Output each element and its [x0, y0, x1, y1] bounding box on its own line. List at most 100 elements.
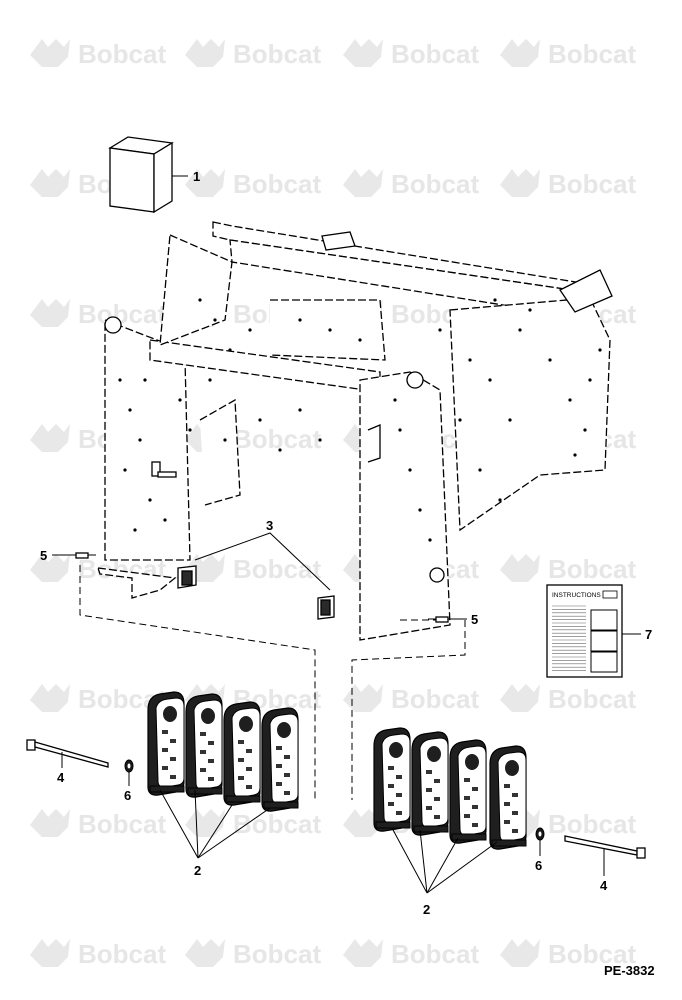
watermark-logo: Bobcat: [500, 554, 636, 584]
counterweight-plate: [261, 707, 299, 812]
rivet-dot: [133, 528, 137, 532]
watermark-logo: Bobcat: [500, 939, 636, 969]
leader-2b-b: [426, 837, 459, 894]
rivet-dot: [318, 438, 322, 442]
part-7-instructions-card: INSTRUCTIONS: [546, 584, 623, 678]
bobcat-logo-icon: [30, 169, 70, 197]
bobcat-logo-icon: [30, 684, 70, 712]
rivet-dot: [188, 428, 192, 432]
bobcat-logo-icon: [500, 684, 540, 712]
rivet-dot: [328, 328, 332, 332]
bobcat-logo-icon: [30, 424, 70, 452]
part-2-weight-stack-right: [373, 727, 527, 850]
bobcat-logo-icon: [500, 554, 540, 582]
callout-2b: 2: [423, 902, 430, 917]
rivet-dot: [583, 428, 587, 432]
part-4-long-bolt-right: [564, 835, 646, 859]
rivet-dot: [458, 418, 462, 422]
watermark-logo: Bobcat: [500, 39, 636, 69]
watermark-logo: Bobcat: [30, 299, 166, 329]
watermark-logo: Bobcat: [185, 424, 321, 454]
callout-5b: 5: [471, 612, 478, 627]
rivet-dot: [568, 398, 572, 402]
part-6-washer-left: [124, 759, 134, 773]
bobcat-logo-icon: [500, 169, 540, 197]
bobcat-logo-icon: [30, 299, 70, 327]
floor-left: [79, 565, 316, 800]
watermark-logo: Bobcat: [30, 809, 166, 839]
watermark-logo: Bobcat: [500, 169, 636, 199]
part-6-washer-right: [535, 827, 545, 841]
watermark-logo: Bobcat: [343, 169, 479, 199]
watermark-text: Bobcat: [391, 939, 479, 969]
rivet-dot: [248, 328, 252, 332]
bobcat-logo-icon: [343, 939, 383, 967]
drawing-reference: PE-3832: [604, 963, 655, 978]
rivet-dot: [298, 318, 302, 322]
part-2-weight-stack-left: [147, 691, 299, 812]
callout-7: 7: [645, 627, 652, 642]
callout-6b: 6: [535, 858, 542, 873]
bobcat-logo-icon: [343, 39, 383, 67]
rivet-dot: [118, 378, 122, 382]
rivet-dot: [258, 418, 262, 422]
watermark-text: Bobcat: [391, 684, 479, 714]
rivet-dot: [398, 428, 402, 432]
rivet-dot: [488, 378, 492, 382]
bobcat-logo-icon: [343, 169, 383, 197]
rivet-dot: [588, 378, 592, 382]
rivet-dot: [298, 408, 302, 412]
counterweight-plate: [489, 745, 527, 850]
rivet-dot: [508, 418, 512, 422]
watermark-text: Bobcat: [548, 554, 636, 584]
watermark-text: Bobcat: [78, 299, 166, 329]
rivet-dot: [408, 468, 412, 472]
bobcat-logo-icon: [30, 939, 70, 967]
watermark-text: Bobcat: [78, 939, 166, 969]
watermark-text: Bobcat: [548, 39, 636, 69]
watermark-logo: Bobcat: [30, 939, 166, 969]
rivet-dot: [598, 348, 602, 352]
bobcat-logo-icon: [185, 39, 225, 67]
watermark-text: Bobcat: [233, 424, 321, 454]
rivet-dot: [418, 508, 422, 512]
bobcat-logo-icon: [343, 684, 383, 712]
counterweight-plate: [223, 701, 261, 806]
rivet-dot: [438, 328, 442, 332]
watermark-logo: Bobcat: [343, 39, 479, 69]
rivet-dot: [278, 448, 282, 452]
floor-plate-left: [97, 567, 177, 599]
watermark-text: Bobcat: [391, 39, 479, 69]
watermark-text: Bobcat: [78, 809, 166, 839]
part-4-long-bolt-left: [26, 739, 109, 768]
counterweight-plate: [373, 727, 411, 832]
leader-2a-b: [197, 804, 233, 859]
counterweight-plate: [449, 739, 487, 844]
bobcat-logo-icon: [30, 39, 70, 67]
watermark-text: Bobcat: [548, 684, 636, 714]
rivet-dot: [358, 338, 362, 342]
rivet-dot: [573, 453, 577, 457]
bobcat-logo-icon: [500, 939, 540, 967]
watermark-text: Bobcat: [391, 169, 479, 199]
watermark-logo: Bobcat: [30, 684, 166, 714]
rivet-dot: [428, 538, 432, 542]
callout-3: 3: [266, 518, 273, 533]
callout-5a: 5: [40, 548, 47, 563]
rivet-dot: [393, 398, 397, 402]
bobcat-logo-icon: [185, 809, 225, 837]
watermark-text: Bobcat: [548, 169, 636, 199]
loader-frame: [104, 221, 613, 641]
bobcat-logo-icon: [30, 554, 70, 582]
callout-2a: 2: [194, 863, 201, 878]
rivet-dot: [228, 348, 232, 352]
callout-1: 1: [193, 169, 200, 184]
rivet-dot: [138, 438, 142, 442]
rivet-dot: [208, 378, 212, 382]
rivet-dot: [493, 298, 497, 302]
rivet-dot: [143, 378, 147, 382]
watermark-text: Bobcat: [233, 169, 321, 199]
watermark-text: Bobcat: [233, 939, 321, 969]
part-1-box: [108, 136, 174, 214]
